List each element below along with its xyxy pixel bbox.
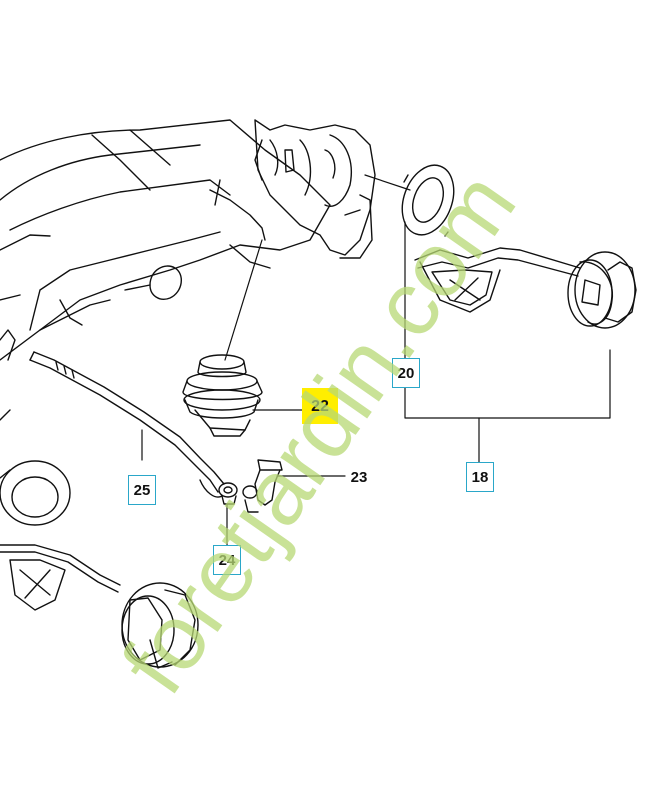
part-label-20[interactable]: 20 [392,358,420,388]
part-23-valve [242,459,283,513]
part-label-23[interactable]: 23 [350,469,368,486]
lower-left-oil-cap [0,544,199,669]
part-22-grommet [182,354,263,437]
part-label-22[interactable]: 22 [302,388,338,424]
engine-housing [0,119,331,421]
part-label-18[interactable]: 18 [466,462,494,492]
part-label-24[interactable]: 24 [213,545,241,575]
oil-pump-assembly [254,119,376,259]
part-18-oil-cap [414,247,637,329]
part-24-nipple [218,482,238,505]
part-label-25[interactable]: 25 [128,475,156,505]
part-25-oil-hose [29,351,225,498]
part-20-washer [401,164,455,237]
leader-lines [141,174,611,546]
lower-left-washer [0,460,71,526]
